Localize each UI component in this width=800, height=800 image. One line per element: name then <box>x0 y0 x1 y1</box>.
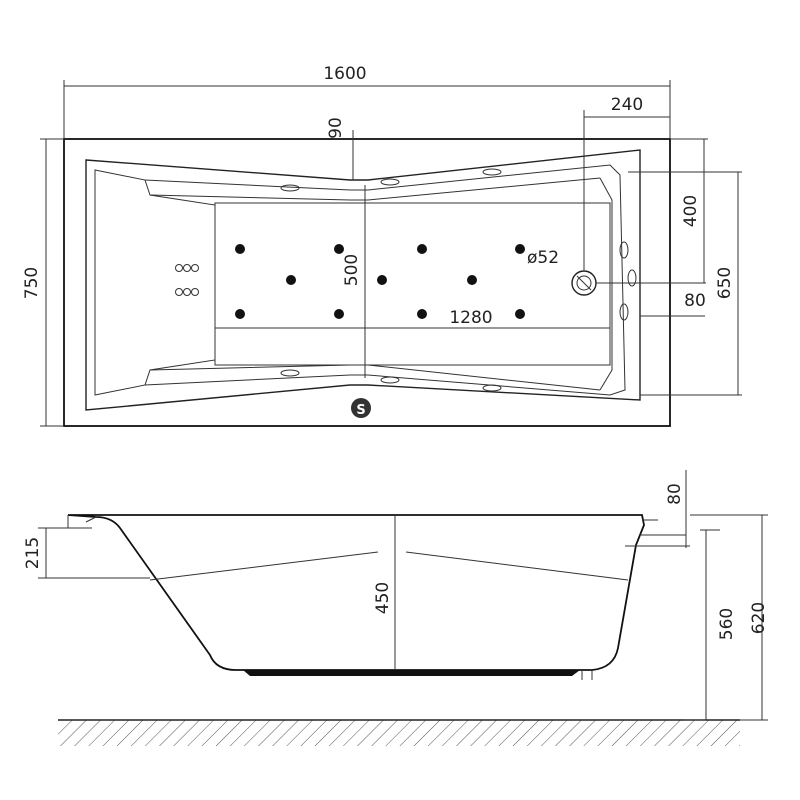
dim-width: 750 <box>22 267 42 299</box>
dim-offset-right: 240 <box>611 95 643 115</box>
top-view: S 1600 240 90 750 500 1280 ø52 400 <box>22 64 742 427</box>
side-view: 215 450 80 560 620 <box>23 470 769 746</box>
floor-jet <box>235 244 245 254</box>
s-badge-icon: S <box>351 398 371 418</box>
dim-edge-80: 80 <box>684 291 706 311</box>
floor-jet <box>235 309 245 319</box>
dim-inner-width: 500 <box>342 254 362 286</box>
floor-hatch <box>58 720 740 746</box>
floor-jet <box>417 309 427 319</box>
dim-edge-400: 400 <box>681 195 701 227</box>
dim-length: 1600 <box>323 64 366 84</box>
tub-outline-top <box>63 138 671 427</box>
inner-bowl-outline <box>85 149 641 411</box>
floor-jet <box>334 309 344 319</box>
floor-jet <box>467 275 477 285</box>
dim-drain-diameter: ø52 <box>527 248 559 268</box>
floor-jet <box>377 275 387 285</box>
dim-depth: 450 <box>373 582 393 614</box>
dim-center-gap: 90 <box>326 117 346 139</box>
dim-support-560: 560 <box>717 608 737 640</box>
s-badge-label: S <box>356 403 365 418</box>
dim-rim-80: 80 <box>665 483 685 505</box>
tub-profile-side <box>67 514 645 671</box>
dim-inner-length: 1280 <box>449 308 492 328</box>
floor-jet <box>286 275 296 285</box>
floor-jets <box>235 244 525 319</box>
floor-jet <box>515 244 525 254</box>
drain-icon <box>571 270 597 296</box>
dim-edge-650: 650 <box>715 267 735 299</box>
dim-total-620: 620 <box>749 602 769 634</box>
floor-jet <box>417 244 427 254</box>
floor-jet <box>515 309 525 319</box>
dim-rim-depth: 215 <box>23 537 43 569</box>
floor-jet <box>334 244 344 254</box>
